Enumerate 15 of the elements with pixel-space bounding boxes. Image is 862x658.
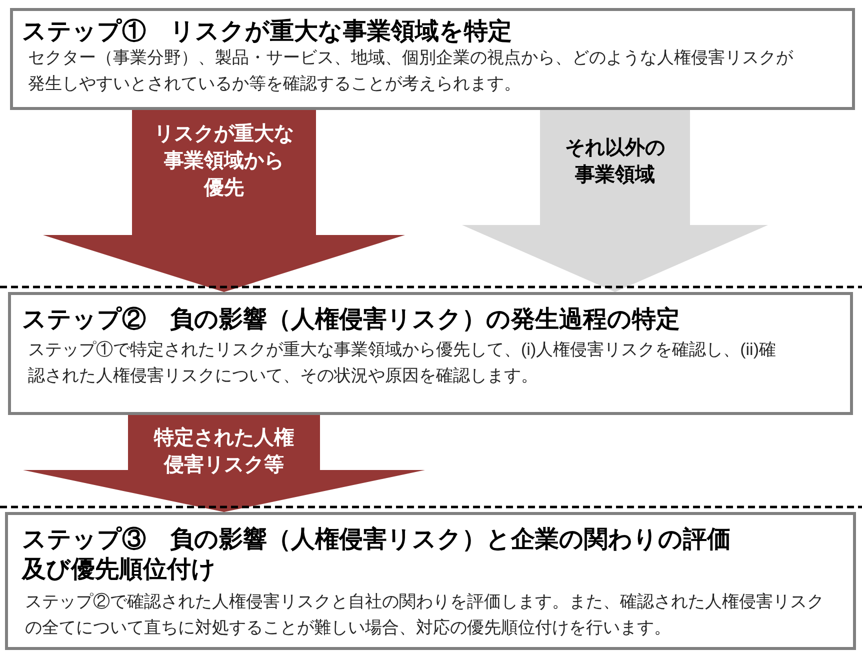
block-arrow xyxy=(23,415,425,512)
step-box xyxy=(10,8,855,110)
step-description: セクター（事業分野）、製品・サービス、地域、個別企業の視点から、どのような人権侵害リスクが発生しやすいとされているか等を確認することが考えられます。 xyxy=(28,47,794,95)
arrow-label: 特定された人権侵害リスク等 xyxy=(152,426,295,478)
step-box xyxy=(8,292,853,415)
arrow-label: リスクが重大な事業領域から優先 xyxy=(153,122,295,201)
step-description: ステップ①で特定されたリスクが重大な事業領域から優先して、(i)人権侵害リスクを確認し、(ii)確認された人権侵害リスクについて、その状況や原因を確認します。 xyxy=(28,339,777,387)
step-description: ステップ②で確認された人権侵害リスクと自社の関わりを評価します。また、確認された人権侵害リスクの全てについて直ちに対処することが難しい場合、対応の優先順位付けを行います。 xyxy=(25,591,825,639)
arrow-label: それ以外の事業領域 xyxy=(564,136,666,188)
block-arrow xyxy=(462,110,768,292)
step-heading: ステップ③ 負の影響（人権侵害リスク）と企業の関わりの評価及び優先順位付け xyxy=(22,525,732,585)
step-heading: ステップ② 負の影響（人権侵害リスク）の発生過程の特定 xyxy=(22,305,680,335)
step-box xyxy=(5,512,856,650)
block-arrow xyxy=(43,110,405,292)
step-heading: ステップ① リスクが重大な事業領域を特定 xyxy=(22,17,512,47)
